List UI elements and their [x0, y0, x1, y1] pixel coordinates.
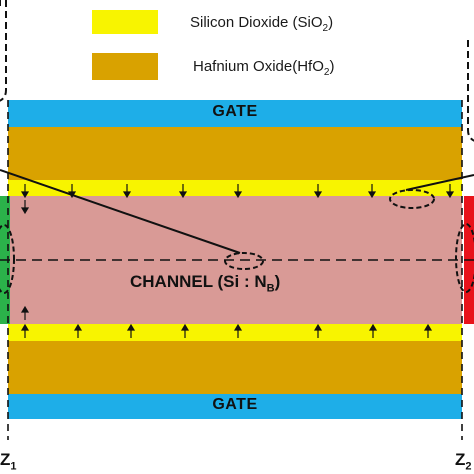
bottom-sio2-layer — [8, 324, 462, 341]
legend-swatch-sio2 — [92, 10, 158, 34]
legend-label-sio2: Silicon Dioxide (SiO2) — [190, 14, 334, 34]
channel-interior-arrows — [20, 200, 30, 320]
z1-label: Z1 — [0, 450, 17, 473]
top-sio2-layer — [8, 180, 462, 196]
pointer-line-right — [405, 174, 474, 191]
bottom-gate: GATE — [8, 394, 462, 419]
channel-label: CHANNEL (Si : NB) — [130, 272, 281, 295]
left-callout-bracket — [0, 0, 7, 102]
top-hfo2-layer — [8, 127, 462, 180]
top-gate: GATE — [8, 100, 462, 127]
z2-label: Z2 — [455, 450, 472, 473]
top-gate-label: GATE — [212, 103, 258, 120]
bottom-interface-arrows — [20, 323, 433, 338]
left-edge-ellipse — [0, 224, 15, 294]
channel-center-ellipse — [224, 252, 264, 270]
right-edge-ellipse — [455, 223, 474, 293]
interface-ellipse — [389, 189, 435, 209]
legend-label-hfo2: Hafnium Oxide(HfO2) — [193, 58, 335, 78]
legend-swatch-hfo2 — [92, 53, 158, 80]
top-interface-arrows — [20, 184, 455, 199]
right-callout-bracket — [467, 40, 474, 142]
pointer-line-left — [0, 169, 241, 254]
bottom-gate-label: GATE — [212, 396, 258, 413]
bottom-hfo2-layer — [8, 341, 462, 394]
